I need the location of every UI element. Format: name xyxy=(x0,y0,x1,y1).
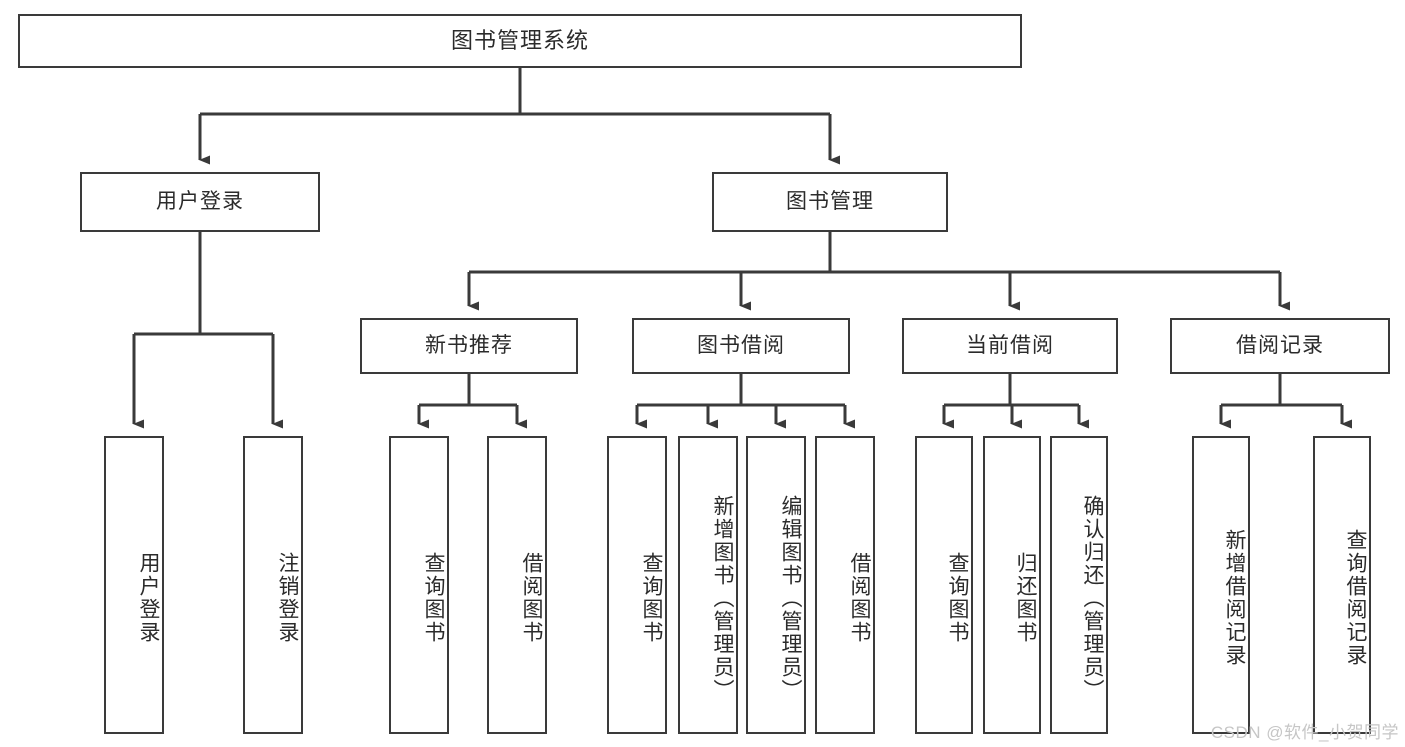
node-借阅图书-leaf-3: 借阅图书 xyxy=(487,436,547,734)
node-查询图书-leaf-8: 查询图书 xyxy=(915,436,973,734)
node-root-system: 图书管理系统 xyxy=(18,14,1022,68)
node-图书借阅-l2-1: 图书借阅 xyxy=(632,318,850,374)
node-编辑图书管理员-leaf-6: 编辑图书（管理员） xyxy=(746,436,806,734)
node-借阅图书-leaf-7: 借阅图书 xyxy=(815,436,875,734)
node-查询图书-leaf-2: 查询图书 xyxy=(389,436,449,734)
node-新书推荐-l2-0: 新书推荐 xyxy=(360,318,578,374)
node-确认归还管理员-leaf-10: 确认归还（管理员） xyxy=(1050,436,1108,734)
node-新增图书管理员-leaf-5: 新增图书（管理员） xyxy=(678,436,738,734)
node-新增借阅记录-leaf-11: 新增借阅记录 xyxy=(1192,436,1250,734)
node-用户登录-leaf-0: 用户登录 xyxy=(104,436,164,734)
node-借阅记录-l2-3: 借阅记录 xyxy=(1170,318,1390,374)
node-用户登录-l1-0: 用户登录 xyxy=(80,172,320,232)
node-当前借阅-l2-2: 当前借阅 xyxy=(902,318,1118,374)
watermark-label: CSDN @软件_小贺同学 xyxy=(1210,723,1399,742)
node-图书管理-l1-1: 图书管理 xyxy=(712,172,948,232)
node-归还图书-leaf-9: 归还图书 xyxy=(983,436,1041,734)
node-查询图书-leaf-4: 查询图书 xyxy=(607,436,667,734)
node-注销登录-leaf-1: 注销登录 xyxy=(243,436,303,734)
node-查询借阅记录-leaf-12: 查询借阅记录 xyxy=(1313,436,1371,734)
